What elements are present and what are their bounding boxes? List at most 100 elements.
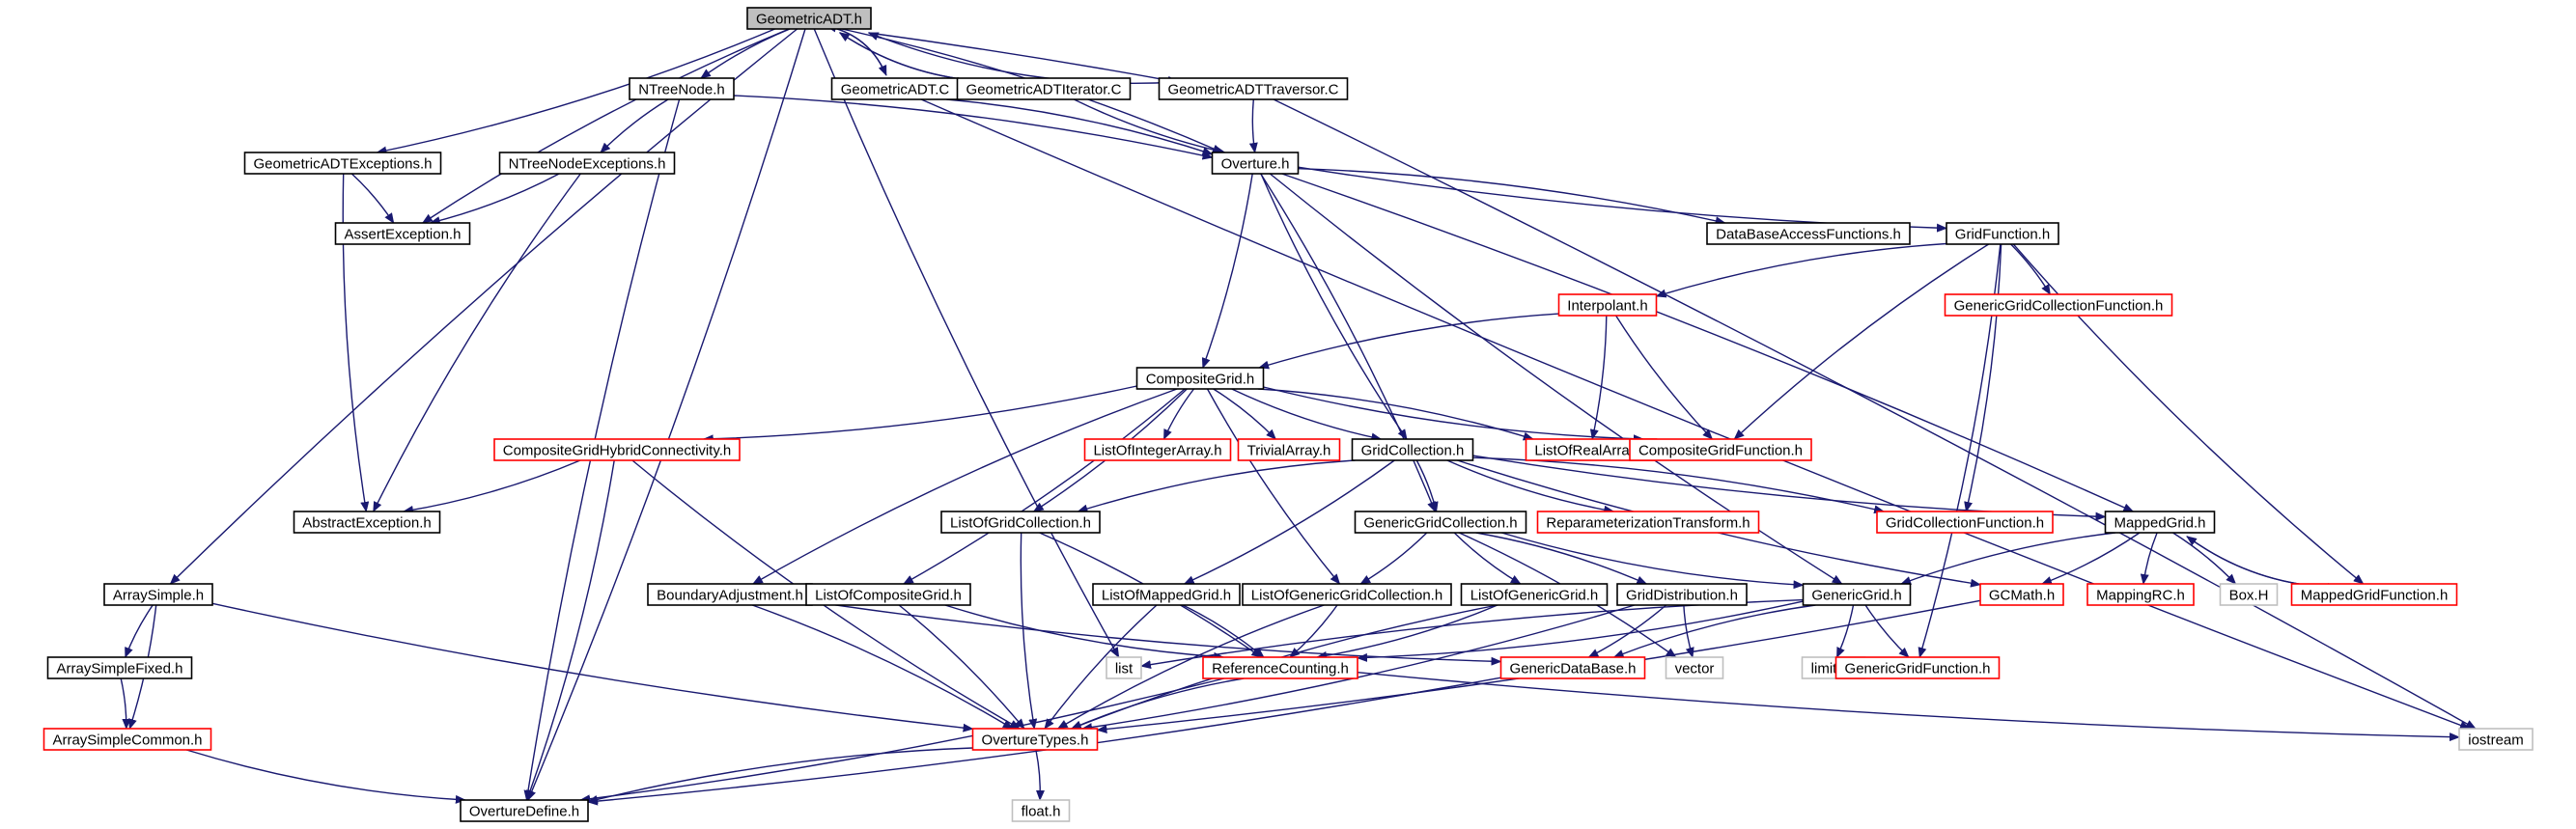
node-label-iostream: iostream — [2468, 732, 2524, 749]
edge-gridfunction-h-to-gridcollectionfunction-h — [1964, 243, 2002, 512]
node-box-mappedgrid-h — [2104, 511, 2216, 534]
node-genericgridcollectionfunction-h[interactable]: GenericGridCollectionFunction.h — [1944, 293, 2173, 317]
node-geometricadt-c[interactable]: GeometricADT.C — [830, 77, 960, 100]
node-label-geometricadttraversor-c: GeometricADTTraversor.C — [1168, 82, 1339, 98]
node-databaseaccessfunctions-h[interactable]: DataBaseAccessFunctions.h — [1706, 222, 1911, 245]
edge-compositegrid-h-to-listofintegerarray-h — [1162, 388, 1195, 440]
node-listofgenericgrid-h[interactable]: ListOfGenericGrid.h — [1460, 583, 1609, 606]
node-box-interpolant-h — [1557, 293, 1658, 317]
node-box-gridcollectionfunction-h — [1876, 511, 2054, 534]
edge-overture-h-to-mappedgrid-h — [1281, 173, 2135, 512]
edge-geometricadttraversor-c-to-geometricadt-h — [867, 32, 1178, 84]
node-interpolant-h[interactable]: Interpolant.h — [1557, 293, 1658, 317]
node-list[interactable]: list — [1106, 656, 1142, 679]
node-label-ntreenode-h: NTreeNode.h — [638, 82, 725, 98]
node-listofcompositegrid-h[interactable]: ListOfCompositeGrid.h — [805, 583, 971, 606]
node-label-gridfunction-h: GridFunction.h — [1955, 227, 2050, 243]
node-float-h[interactable]: float.h — [1011, 799, 1071, 822]
edge-geometricadt-h-to-list — [813, 28, 1120, 658]
node-ntreenode-h[interactable]: NTreeNode.h — [629, 77, 735, 100]
edge-geometricadttraversor-c-to-overture-h — [1248, 98, 1258, 153]
node-vector[interactable]: vector — [1665, 656, 1724, 679]
node-listofgridcollection-h[interactable]: ListOfGridCollection.h — [940, 511, 1101, 534]
node-compositegrid-h[interactable]: CompositeGrid.h — [1135, 367, 1265, 390]
node-overturetypes-h[interactable]: OvertureTypes.h — [971, 728, 1099, 751]
node-trivialarray-h[interactable]: TrivialArray.h — [1237, 438, 1341, 461]
node-assertexception-h[interactable]: AssertException.h — [334, 222, 471, 245]
edges-layer — [120, 23, 2477, 806]
node-label-compositegridfunction-h: CompositeGridFunction.h — [1638, 443, 1803, 459]
node-listofmappedgrid-h[interactable]: ListOfMappedGrid.h — [1092, 583, 1241, 606]
node-listofintegerarray-h[interactable]: ListOfIntegerArray.h — [1083, 438, 1232, 461]
node-reparameterizationtransform-h[interactable]: ReparameterizationTransform.h — [1536, 511, 1760, 534]
node-box-referencecounting-h — [1202, 656, 1358, 679]
node-box-databaseaccessfunctions-h — [1706, 222, 1911, 245]
node-label-listofrealarray-h: ListOfRealArray.h — [1534, 443, 1647, 459]
node-griddistribution-h[interactable]: GridDistribution.h — [1616, 583, 1748, 606]
edge-referencecounting-h-to-iostream — [1357, 672, 2460, 742]
edge-genericgrid-h-to-limits-h — [1835, 604, 1855, 658]
node-box-assertexception-h — [334, 222, 471, 245]
node-gridfunction-h[interactable]: GridFunction.h — [1946, 222, 2059, 245]
edge-arraysimplecommon-h-to-overturedefine-h — [185, 749, 466, 804]
node-box-listofintegerarray-h — [1083, 438, 1232, 461]
node-abstractexception-h[interactable]: AbstractException.h — [293, 511, 441, 534]
edge-genericgridcollection-h-to-griddistribution-h — [1475, 532, 1648, 585]
node-genericgridcollection-h[interactable]: GenericGridCollection.h — [1354, 511, 1527, 534]
node-box-list — [1106, 656, 1142, 679]
node-gcmath-h[interactable]: GCMath.h — [1979, 583, 2064, 606]
edge-overture-h-to-gridfunction-h — [1298, 166, 1947, 233]
edge-overture-h-to-compositegrid-h — [1201, 173, 1253, 369]
edge-arraysimplefixed-h-to-arraysimplecommon-h — [120, 677, 131, 730]
node-gridcollection-h[interactable]: GridCollection.h — [1351, 438, 1474, 461]
edge-compositegrid-h-to-trivialarray-h — [1213, 388, 1276, 440]
node-mappedgridfunction-h[interactable]: MappedGridFunction.h — [2290, 583, 2458, 606]
node-box-geometricadtiterator-c — [956, 77, 1132, 100]
node-label-griddistribution-h: GridDistribution.h — [1626, 588, 1738, 604]
node-overturedefine-h[interactable]: OvertureDefine.h — [460, 799, 589, 822]
node-compositegridhybridconnectivity-h[interactable]: CompositeGridHybridConnectivity.h — [493, 438, 741, 461]
node-genericgrid-h[interactable]: GenericGrid.h — [1802, 583, 1912, 606]
node-label-genericgrid-h: GenericGrid.h — [1811, 588, 1901, 604]
node-geometricadtexceptions-h[interactable]: GeometricADTExceptions.h — [243, 152, 442, 175]
edge-geometricadt-h-to-geometricadtexceptions-h — [376, 28, 775, 155]
edge-mappedgrid-h-to-mappingrc-h — [2140, 532, 2158, 585]
node-box-compositegridhybridconnectivity-h — [493, 438, 741, 461]
node-arraysimplefixed-h[interactable]: ArraySimpleFixed.h — [46, 656, 193, 679]
node-geometricadttraversor-c[interactable]: GeometricADTTraversor.C — [1158, 77, 1349, 100]
node-box-mappingrc-h — [2086, 583, 2195, 606]
node-label-databaseaccessfunctions-h: DataBaseAccessFunctions.h — [1716, 227, 1901, 243]
node-gridcollectionfunction-h[interactable]: GridCollectionFunction.h — [1876, 511, 2054, 534]
edge-geometricadt-c-to-overture-h — [946, 98, 1214, 155]
node-box-trivialarray-h — [1237, 438, 1341, 461]
node-label-mappedgrid-h: MappedGrid.h — [2114, 515, 2205, 532]
node-geometricadtiterator-c[interactable]: GeometricADTIterator.C — [956, 77, 1132, 100]
node-arraysimple-h[interactable]: ArraySimple.h — [103, 583, 213, 606]
node-referencecounting-h[interactable]: ReferenceCounting.h — [1202, 656, 1358, 679]
node-iostream[interactable]: iostream — [2458, 728, 2534, 751]
node-listofrealarray-h[interactable]: ListOfRealArray.h — [1525, 438, 1658, 461]
node-genericgridfunction-h[interactable]: GenericGridFunction.h — [1834, 656, 2001, 679]
node-compositegridfunction-h[interactable]: CompositeGridFunction.h — [1629, 438, 1812, 461]
node-box-iostream — [2458, 728, 2534, 751]
node-listofgenericgridcollection-h[interactable]: ListOfGenericGridCollection.h — [1242, 583, 1452, 606]
edge-geometricadtexceptions-h-to-abstractexception-h — [342, 173, 370, 512]
edge-ntreenodeexceptions-h-to-abstractexception-h — [373, 173, 581, 512]
node-label-float-h: float.h — [1022, 804, 1061, 820]
node-mappingrc-h[interactable]: MappingRC.h — [2086, 583, 2195, 606]
node-genericdatabase-h[interactable]: GenericDataBase.h — [1499, 656, 1646, 679]
node-label-reparameterizationtransform-h: ReparameterizationTransform.h — [1546, 515, 1750, 532]
node-box-abstractexception-h — [293, 511, 441, 534]
node-geometricadt-h[interactable]: GeometricADT.h — [746, 7, 872, 30]
edge-griddistribution-h-to-vector — [1683, 604, 1694, 658]
node-ntreenodeexceptions-h[interactable]: NTreeNodeExceptions.h — [498, 152, 676, 175]
node-arraysimplecommon-h[interactable]: ArraySimpleCommon.h — [42, 728, 212, 751]
node-box-h[interactable]: Box.H — [2219, 583, 2279, 606]
node-boundaryadjustment-h[interactable]: BoundaryAdjustment.h — [647, 583, 813, 606]
node-label-gridcollection-h: GridCollection.h — [1361, 443, 1465, 459]
edge-overture-h-to-gridcollection-h — [1260, 173, 1408, 440]
node-label-compositegrid-h: CompositeGrid.h — [1146, 372, 1255, 388]
node-overture-h[interactable]: Overture.h — [1211, 152, 1300, 175]
node-mappedgrid-h[interactable]: MappedGrid.h — [2104, 511, 2216, 534]
